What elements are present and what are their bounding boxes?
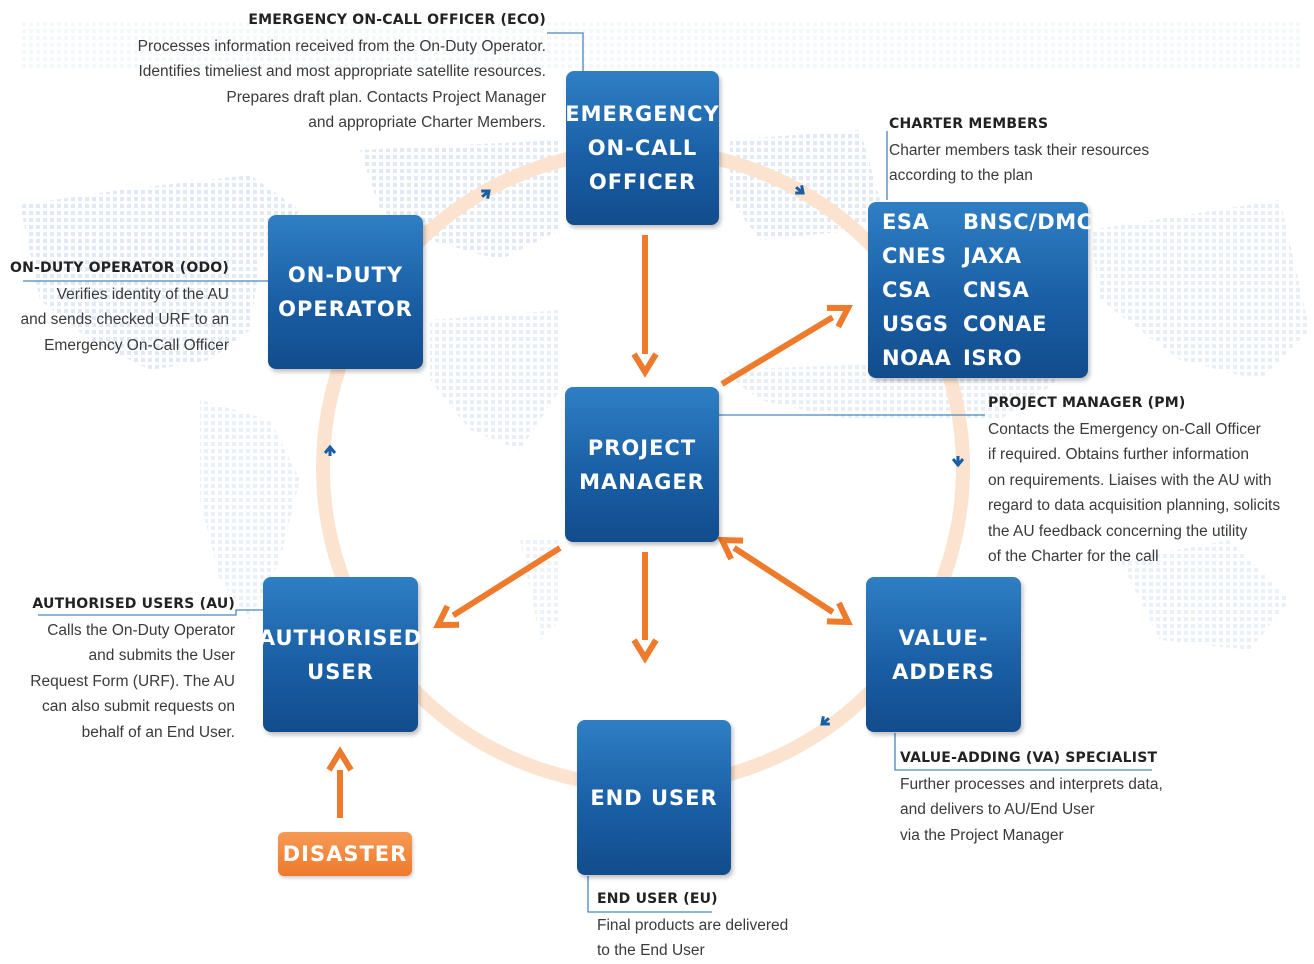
au-desc-line: Calls the On-Duty Operator	[47, 621, 235, 639]
va-desc-line: via the Project Manager	[900, 826, 1064, 844]
member-bnsc-dmc: BNSC/DMC	[963, 210, 1093, 234]
member-jaxa: JAXA	[963, 244, 1022, 268]
odo-desc-line: Emergency On-Call Officer	[44, 336, 229, 354]
member-cnsa: CNSA	[963, 278, 1030, 302]
arrow-pm-to-au-head	[433, 604, 460, 629]
odo-box: ON-DUTY OPERATOR	[268, 215, 423, 369]
member-esa: ESA	[882, 210, 930, 234]
eu-leader-line	[587, 876, 712, 913]
ring-chevron-left	[323, 444, 337, 456]
va-description: VALUE-ADDING (VA) SPECIALIST Further pro…	[900, 746, 1163, 848]
eu-description: END USER (EU) Final products are deliver…	[597, 887, 788, 964]
eco-description: EMERGENCY ON-CALL OFFICER (ECO) Processe…	[138, 8, 546, 136]
eco-desc-line: Processes information received from the …	[137, 37, 546, 55]
arrow-eco-to-pm-head	[631, 352, 659, 378]
arrow-pm-to-members	[720, 314, 835, 387]
pm-desc-title: PROJECT MANAGER (PM)	[988, 395, 1186, 411]
arrow-pm-va	[732, 545, 835, 615]
odo-desc-line: Verifies identity of the AU	[56, 285, 229, 303]
member-noaa: NOAA	[882, 346, 952, 370]
eco-desc-title: EMERGENCY ON-CALL OFFICER (ECO)	[248, 12, 546, 28]
au-leader-line	[38, 609, 263, 616]
pm-box: PROJECT MANAGER	[565, 387, 719, 542]
members-desc-line: Charter members task their resources	[889, 141, 1150, 159]
au-desc-line: can also submit requests on	[42, 698, 235, 715]
eco-desc-line: and appropriate Charter Members.	[308, 114, 546, 131]
au-box: AUTHORISED USER	[259, 577, 421, 732]
odo-description: ON-DUTY OPERATOR (ODO) Verifies identity…	[10, 256, 229, 358]
au-description: AUTHORISED USERS (AU) Calls the On-Duty …	[30, 592, 235, 745]
odo-desc-title: ON-DUTY OPERATOR (ODO)	[10, 260, 229, 276]
ring-chevron-top-right	[795, 185, 805, 195]
arrow-pm-va-head	[826, 601, 853, 626]
au-label-2: USER	[307, 659, 374, 684]
pm-label-1: PROJECT	[587, 435, 697, 460]
pm-description: PROJECT MANAGER (PM) Contacts the Emerge…	[988, 391, 1280, 570]
eu-desc-line: Final products are delivered	[597, 916, 789, 934]
odo-desc-line: and sends checked URF to an	[20, 311, 229, 328]
arrow-pm-to-au	[451, 545, 562, 618]
va-desc-title: VALUE-ADDING (VA) SPECIALIST	[900, 750, 1158, 766]
va-label-1: VALUE-	[898, 625, 989, 650]
eco-label-3: OFFICER	[588, 170, 697, 194]
va-box: VALUE- ADDERS	[866, 577, 1021, 732]
disaster-box: DISASTER	[278, 832, 412, 876]
ring-chevron-bottom-right	[820, 716, 830, 726]
odo-label-2: OPERATOR	[278, 297, 413, 321]
au-desc-line: and submits the User	[88, 647, 235, 664]
va-desc-line: and delivers to AU/End User	[900, 801, 1095, 818]
arrow-disaster-to-au-head	[326, 746, 354, 772]
member-conae: CONAE	[963, 312, 1047, 336]
eco-desc-line: Prepares draft plan. Contacts Project Ma…	[226, 88, 546, 106]
member-usgs: USGS	[882, 312, 949, 336]
au-desc-line: Request Form (URF). The AU	[30, 672, 235, 690]
member-csa: CSA	[882, 278, 931, 302]
eu-desc-title: END USER (EU)	[597, 891, 718, 907]
pm-desc-line: of the Charter for the call	[988, 548, 1159, 565]
eu-desc-line: to the End User	[597, 942, 705, 959]
au-label-1: AUTHORISED	[258, 625, 423, 650]
arrow-pm-to-members-head	[826, 304, 853, 329]
members-desc-title: CHARTER MEMBERS	[889, 116, 1049, 132]
pm-desc-line: the AU feedback concerning the utility	[988, 522, 1248, 540]
ring-chevron-top-left	[481, 189, 491, 199]
pm-desc-line: Contacts the Emergency on-Call Officer	[988, 420, 1261, 438]
au-desc-title: AUTHORISED USERS (AU)	[32, 596, 235, 612]
eu-box: END USER	[577, 720, 731, 875]
eco-leader-line	[547, 32, 584, 72]
eu-label-1: END USER	[590, 785, 718, 810]
eco-label-1: EMERGENCY	[565, 102, 720, 126]
pm-desc-line: regard to data acquisition planning, sol…	[988, 497, 1281, 514]
pm-desc-line: if required. Obtains further information	[988, 446, 1250, 463]
va-desc-line: Further processes and interprets data,	[900, 775, 1163, 793]
va-leader-line	[894, 733, 1152, 771]
eco-desc-line: Identifies timeliest and most appropriat…	[138, 63, 546, 80]
va-label-2: ADDERS	[892, 659, 995, 684]
au-desc-line: behalf of an End User.	[81, 723, 235, 741]
members-description: CHARTER MEMBERS Charter members task the…	[889, 112, 1149, 189]
charter-members-box: ESA BNSC/DMC CNES JAXA CSA CNSA USGS CON…	[868, 202, 1092, 378]
pm-label-2: MANAGER	[579, 469, 705, 494]
member-isro: ISRO	[963, 346, 1022, 370]
member-cnes: CNES	[882, 244, 947, 268]
arrow-pm-va-tail-head	[717, 536, 744, 561]
odo-label-1: ON-DUTY	[287, 263, 404, 287]
eco-box: EMERGENCY ON-CALL OFFICER	[565, 71, 720, 225]
members-desc-line: according to the plan	[889, 167, 1033, 184]
arrow-pm-to-eu-head	[631, 638, 659, 664]
eco-label-2: ON-CALL	[587, 136, 698, 160]
ring-chevron-right	[951, 456, 965, 468]
pm-desc-line: on requirements. Liaises with the AU wit…	[988, 471, 1272, 489]
